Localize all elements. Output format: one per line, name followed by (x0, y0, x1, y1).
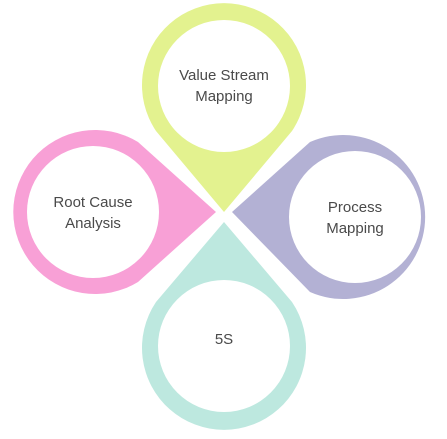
petal-top (142, 3, 306, 213)
petal-bottom (141, 222, 306, 430)
label-line: Mapping (195, 88, 253, 105)
label-value-stream-mapping: Value Stream Mapping (159, 65, 289, 107)
label-line: Value Stream (179, 67, 269, 84)
label-5s: 5S (159, 329, 289, 350)
petal-bottom-hole (158, 280, 290, 412)
petal-right (232, 135, 426, 299)
label-process-mapping: Process Mapping (290, 197, 420, 239)
petal-left-hole (27, 146, 159, 278)
label-line: Root Cause (53, 194, 133, 211)
label-line: Analysis (65, 215, 121, 232)
petal-top-hole (158, 20, 290, 152)
petal-left (13, 129, 216, 295)
label-root-cause-analysis: Root Cause Analysis (28, 192, 158, 234)
label-line: Mapping (326, 220, 384, 237)
label-line: Process (327, 199, 383, 216)
petal-right-hole (289, 151, 421, 283)
label-line: 5S (214, 331, 234, 348)
